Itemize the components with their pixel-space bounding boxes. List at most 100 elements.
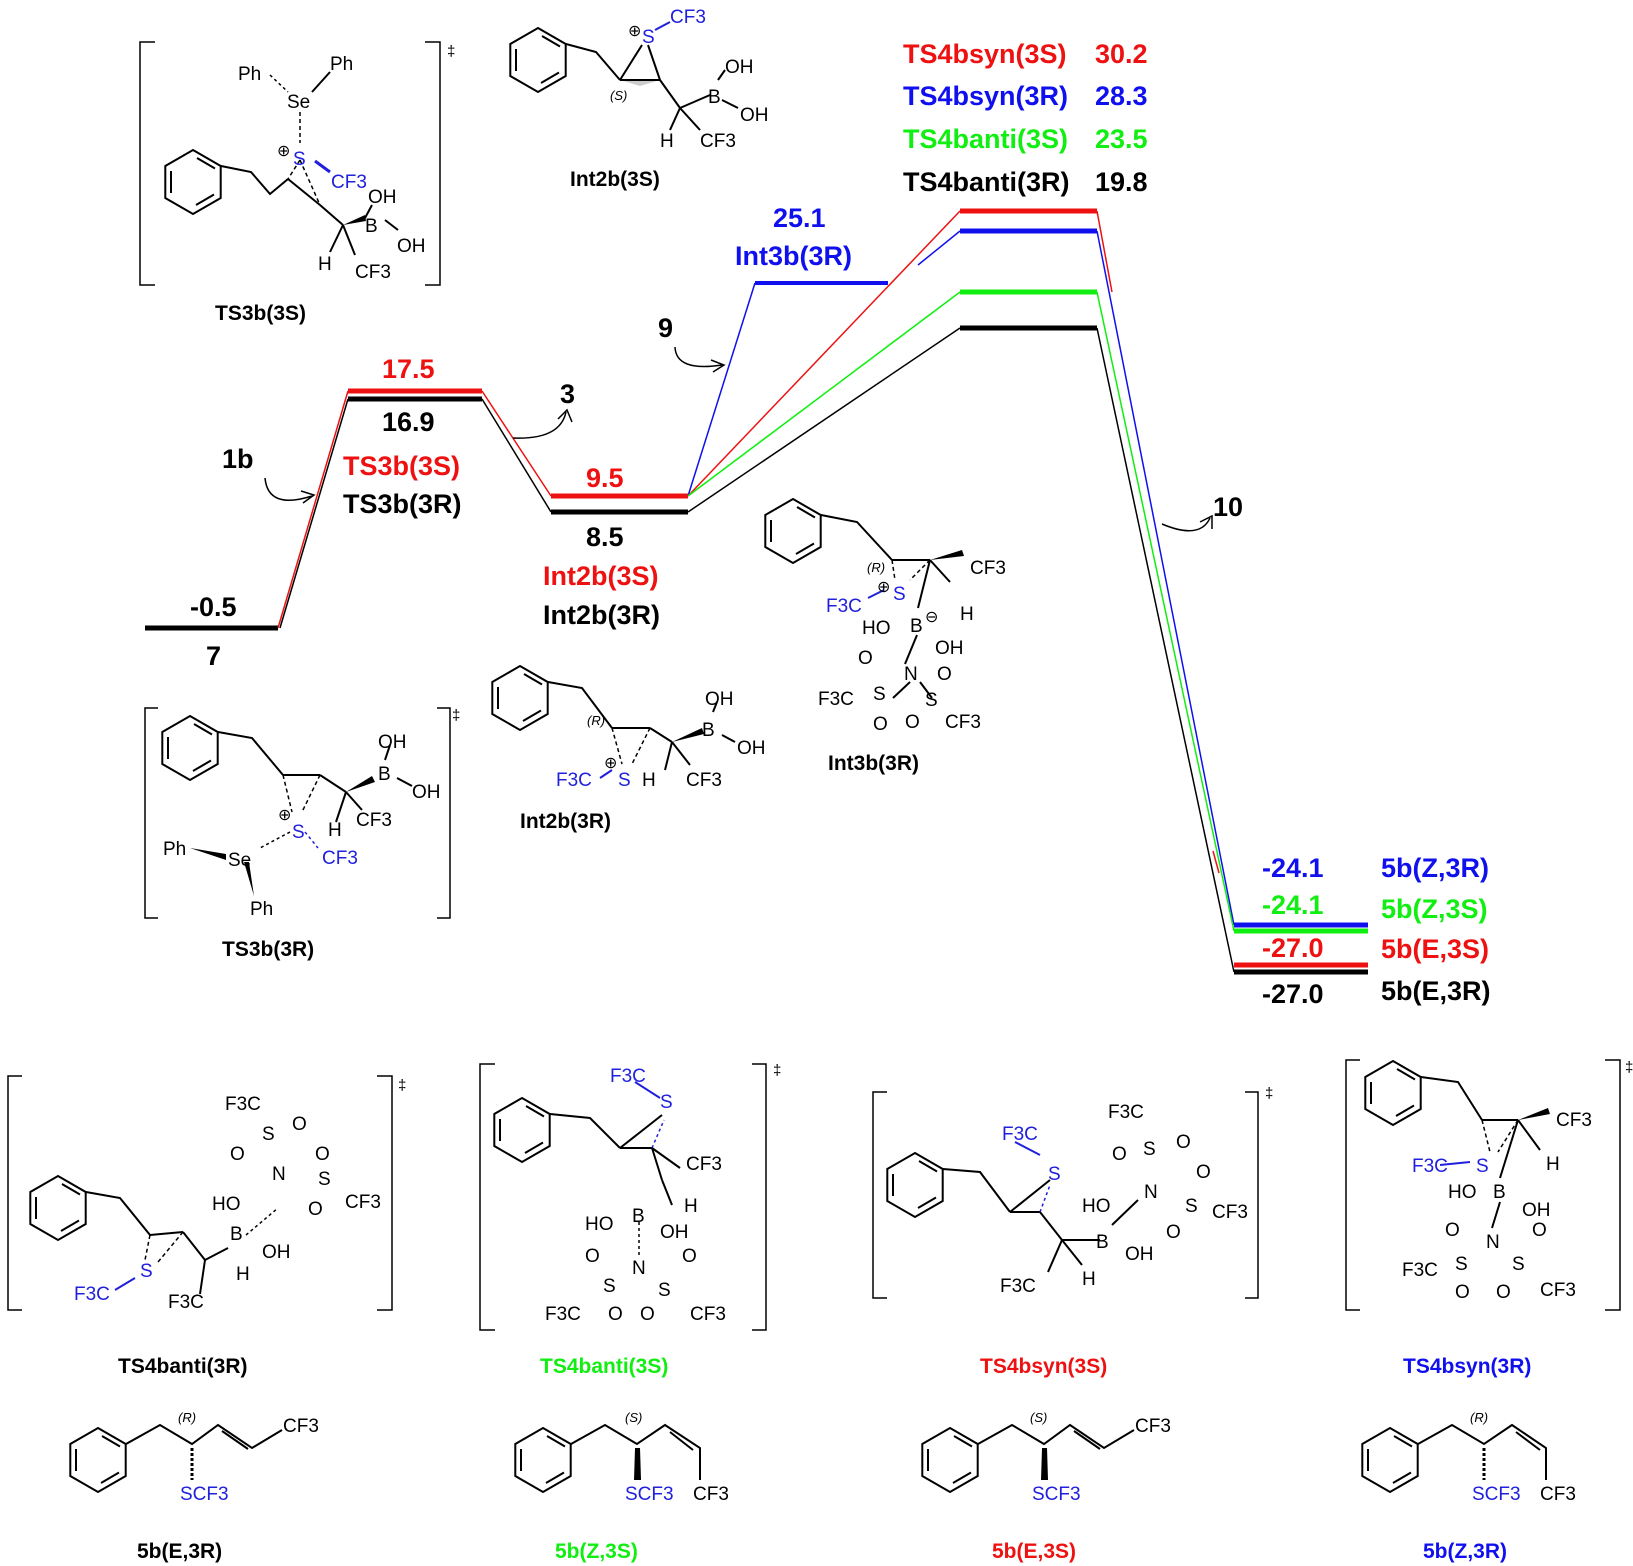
caption-ts3-3S: TS3b(3S) <box>215 302 306 325</box>
atom-o-3: O <box>682 1246 697 1267</box>
atom-h: H <box>660 131 674 152</box>
label-ts4-syn-3R: TS4bsyn(3R) <box>903 81 1068 111</box>
connector-int2-ts4-anti-3R <box>687 327 961 513</box>
atom-plus: ⊕ <box>877 579 890 596</box>
atom-s-2: S <box>318 1169 331 1190</box>
atom-ho: HO <box>1082 1196 1111 1217</box>
label-ts4-syn-3S: TS4bsyn(3S) <box>903 39 1067 69</box>
bracket-right <box>752 1063 767 1331</box>
atom-o-1: O <box>1112 1144 1127 1165</box>
energy-ts4-syn-3S: 30.2 <box>1095 39 1148 69</box>
atom-h: H <box>328 820 342 841</box>
atom-oh: OH <box>660 1222 689 1243</box>
atom-oh-2: OH <box>737 738 766 759</box>
label-int2-3S: Int2b(3S) <box>543 561 659 591</box>
energy-ts3-black: 16.9 <box>382 407 435 437</box>
atom-plus: ⊕ <box>278 807 291 824</box>
atom-minus: ⊖ <box>925 609 938 626</box>
atom-b: B <box>702 720 715 741</box>
arrowhead-3 <box>557 408 573 423</box>
atom-b: B <box>632 1206 645 1227</box>
bracket-left <box>1345 1059 1360 1311</box>
atom-s-3: S <box>658 1280 671 1301</box>
atom-b: B <box>1096 1232 1109 1253</box>
atom-ph-1: Ph <box>163 839 186 860</box>
atom-o-3: O <box>937 664 952 685</box>
connector-int2-ts4-syn-3S <box>687 210 961 497</box>
arrow-10 <box>1161 517 1211 532</box>
atom-cf3: CF3 <box>1556 1110 1592 1131</box>
energy-int3: 25.1 <box>773 203 826 233</box>
atom-b: B <box>1493 1182 1506 1203</box>
energy-labels: -0.5 17.5 16.9 9.5 8.5 25.1 -24.1 -24.1 … <box>190 203 1324 1009</box>
connector-int2-int3-blue <box>687 282 756 497</box>
atom-s-3: S <box>1512 1254 1525 1275</box>
atom-f3c-2: F3C <box>818 689 854 710</box>
atom-s-2: S <box>873 684 886 705</box>
energy-ts4-anti-3R: 19.8 <box>1095 167 1148 197</box>
atom-oh-1: OH <box>378 732 407 753</box>
atom-s: S <box>1476 1156 1489 1177</box>
atom-s: S <box>642 27 655 48</box>
atom-se: Se <box>287 92 310 113</box>
atom-stereo: (R) <box>587 713 605 728</box>
atom-stereo: (R) <box>867 560 885 575</box>
atom-f3c-3: F3C <box>1000 1276 1036 1297</box>
atom-scf3: SCF3 <box>1472 1484 1521 1505</box>
atom-f3c: F3C <box>1412 1156 1448 1177</box>
atom-b: B <box>365 216 378 237</box>
atom-oh-1: OH <box>725 57 754 78</box>
label-p-Z3S: 5b(Z,3S) <box>1381 894 1488 924</box>
structure-int2-3S: ⊕ S CF3 (S) OH B OH H CF3 Int2b(3S) <box>509 7 769 191</box>
bracket-right <box>425 41 441 286</box>
atom-cf3: CF3 <box>670 7 706 28</box>
atom-h: H <box>236 1264 250 1285</box>
structure-ts3-3S: ‡ Ph Ph Se ⊕ S CF3 OH B OH H CF3 TS3b(3S… <box>139 41 455 325</box>
label-int2-3R: Int2b(3R) <box>543 600 660 630</box>
bracket-right <box>1605 1059 1621 1311</box>
atom-h: H <box>960 604 974 625</box>
atom-b: B <box>708 87 721 108</box>
connector-ts4-syn-3S-p2 <box>1212 850 1220 874</box>
atom-f3c-3: F3C <box>168 1292 204 1313</box>
label-3: 3 <box>560 379 575 409</box>
atom-cf3-2: CF3 <box>322 848 358 869</box>
caption-ts4-syn-3S: TS4bsyn(3S) <box>980 1355 1107 1378</box>
atom-n: N <box>1486 1232 1500 1253</box>
atom-cf3: CF3 <box>331 172 367 193</box>
atom-o-3: O <box>1196 1162 1211 1183</box>
ddagger-ts4-anti-3S: ‡ <box>773 1062 781 1079</box>
caption-p-E3S: 5b(E,3S) <box>992 1540 1076 1563</box>
atom-o-4: O <box>640 1304 655 1325</box>
atom-o-1: O <box>1445 1220 1460 1241</box>
atom-s: S <box>140 1261 153 1282</box>
atom-h: H <box>684 1196 698 1217</box>
atom-oh-2: OH <box>740 105 769 126</box>
energy-int2-red: 9.5 <box>586 463 624 493</box>
atom-h: H <box>642 770 656 791</box>
atom-stereo: (R) <box>178 1410 196 1425</box>
bracket-left <box>872 1091 887 1299</box>
atom-ho: HO <box>862 618 891 639</box>
caption-int3-3R: Int3b(3R) <box>828 752 919 775</box>
atom-s: S <box>660 1092 673 1113</box>
atom-stereo: (S) <box>610 88 627 103</box>
atom-cf3: CF3 <box>1135 1416 1171 1437</box>
reagent-arrows <box>264 346 1213 532</box>
label-p-Z3R: 5b(Z,3R) <box>1381 853 1489 883</box>
atom-o-4: O <box>308 1199 323 1220</box>
caption-ts3-3R: TS3b(3R) <box>222 938 314 961</box>
atom-cf3-2: CF3 <box>700 131 736 152</box>
atom-o-1: O <box>585 1246 600 1267</box>
atom-cf3: CF3 <box>283 1416 319 1437</box>
structure-p-E3S: (S) CF3 SCF3 5b(E,3S) <box>921 1410 1171 1563</box>
label-p-E3S: 5b(E,3S) <box>1381 934 1489 964</box>
ddagger-ts4-anti-3R: ‡ <box>398 1077 406 1094</box>
atom-f3c: F3C <box>225 1094 261 1115</box>
atom-s: S <box>292 822 305 843</box>
atom-scf3: SCF3 <box>1032 1484 1081 1505</box>
atom-cf3: CF3 <box>693 1484 729 1505</box>
connector-ts4-anti-3S-p <box>1096 291 1235 932</box>
atom-f3c: F3C <box>826 596 862 617</box>
caption-p-Z3R: 5b(Z,3R) <box>1423 1540 1507 1563</box>
